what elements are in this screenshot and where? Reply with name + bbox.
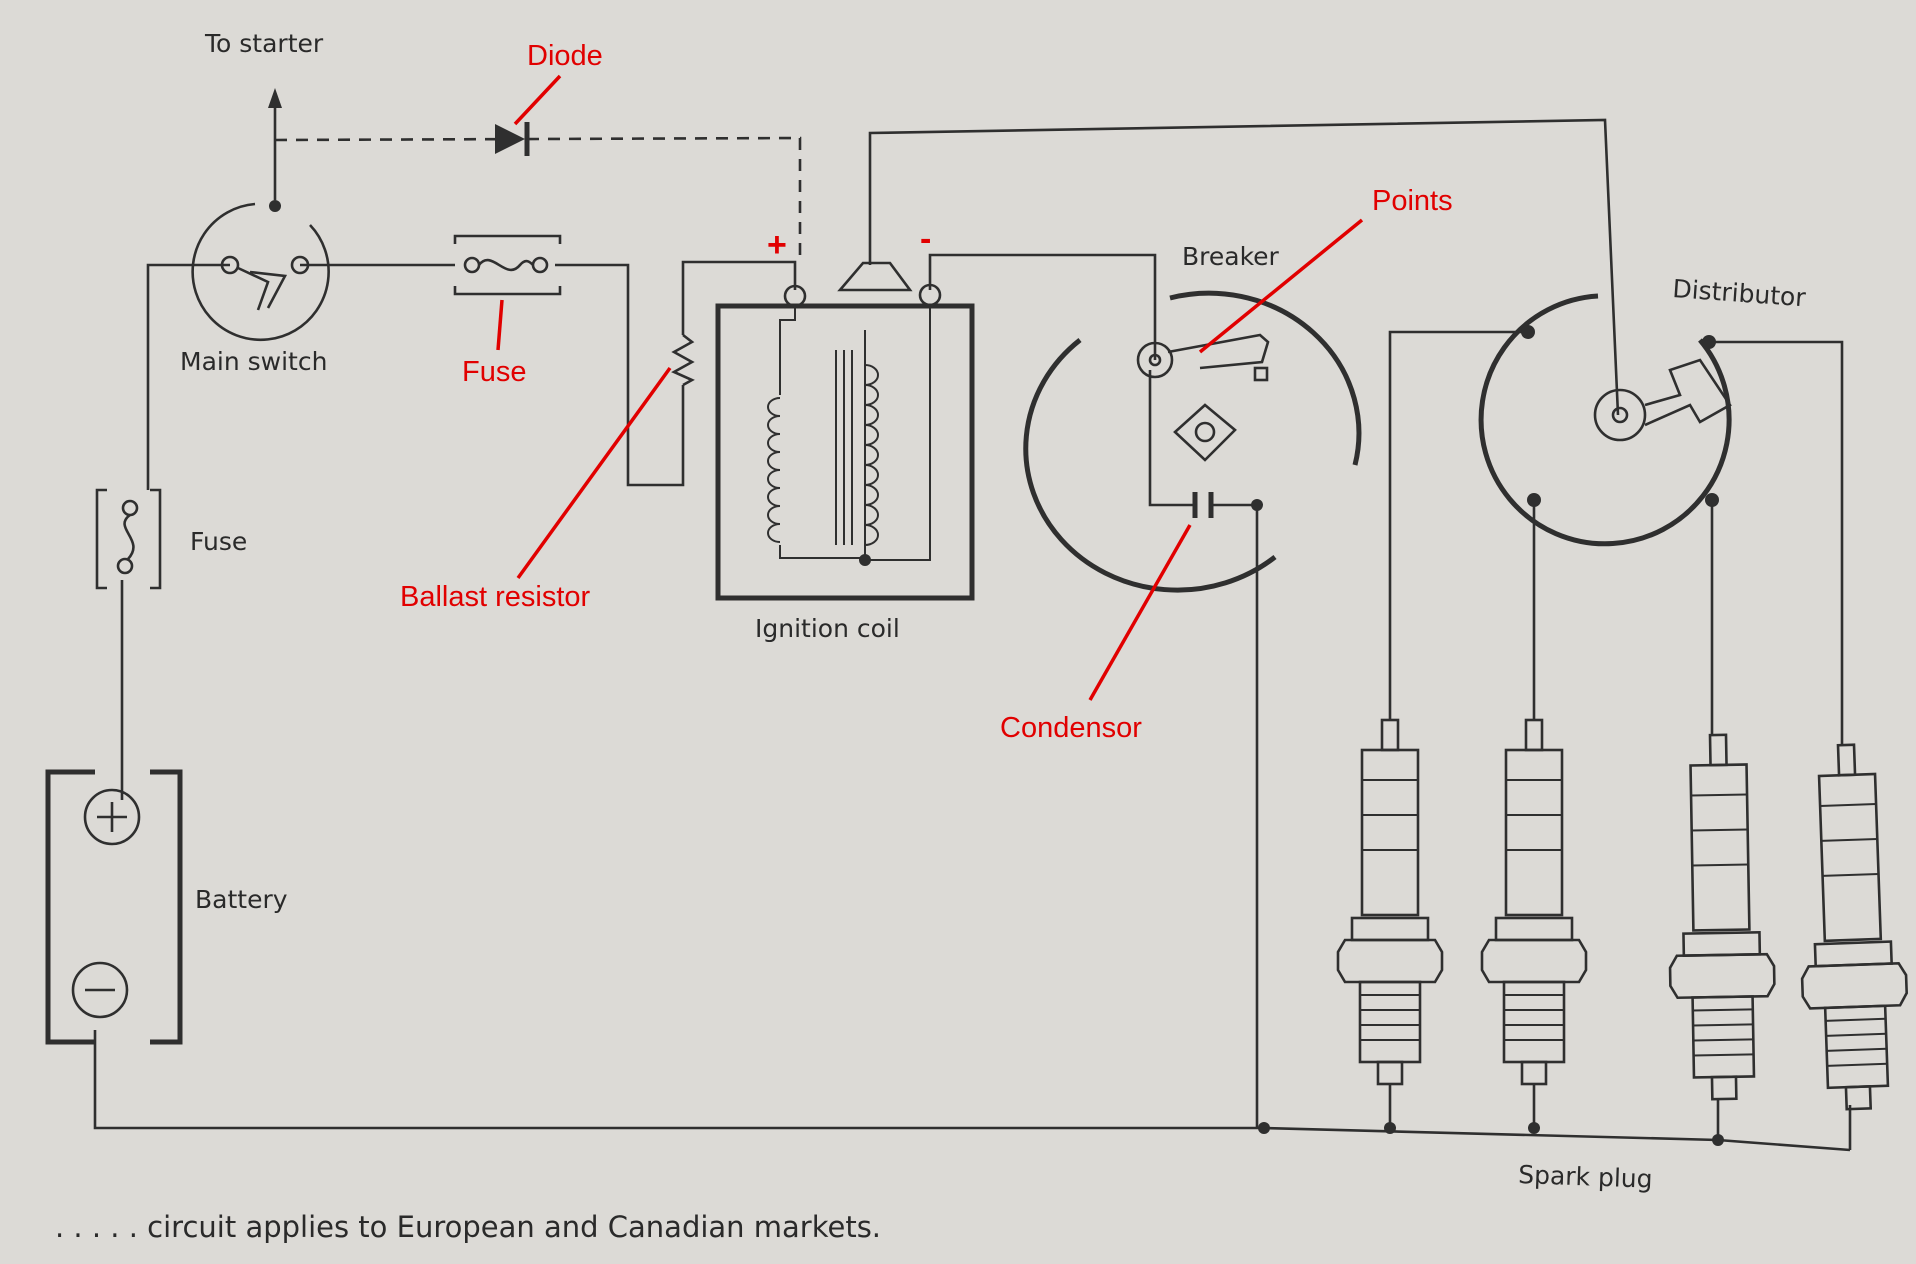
- spark-plug-3: [1668, 733, 1776, 1101]
- fuse-left: [95, 488, 162, 590]
- battery: [45, 769, 183, 1045]
- junction-dot: [1384, 1122, 1396, 1134]
- dashed-diode-circuit: [274, 136, 802, 262]
- wire-dist-to-plug-1: [1388, 330, 1528, 720]
- main-switch: [191, 200, 330, 342]
- spark-plug-1: [1336, 718, 1444, 1086]
- diode-leader-line: [513, 74, 562, 126]
- spark-plug-2: [1480, 718, 1588, 1086]
- footnote: . . . . . circuit applies to European an…: [55, 1210, 881, 1244]
- wire-coil-to-distributor: [868, 118, 1620, 416]
- wire-condensor-to-ground: [1213, 503, 1259, 1128]
- main-switch-label: Main switch: [180, 347, 327, 376]
- wire-fuse-to-ballast: [555, 263, 685, 487]
- annotation-leaders: [496, 74, 1364, 701]
- spark-plug-label: Spark plug: [1518, 1160, 1653, 1194]
- ignition-coil: [715, 261, 975, 601]
- wire-coil-minus-to-breaker: [928, 253, 1157, 360]
- wire-ground-bus: [93, 1030, 1264, 1130]
- points-label: Points: [1372, 185, 1453, 217]
- fuse-left-label: Fuse: [190, 527, 247, 556]
- wire-dist-to-plug-4: [1709, 340, 1844, 745]
- fuse-annotation-label: Fuse: [462, 356, 526, 388]
- junction-dot: [1712, 1134, 1724, 1146]
- condensor-leader-line: [1088, 524, 1192, 701]
- distributor: [1478, 293, 1732, 547]
- wire-ground-bus-right: [1263, 1126, 1851, 1152]
- ballast-resistor-label: Ballast resistor: [400, 581, 591, 613]
- points-leader-line: [1198, 218, 1364, 354]
- ignition-coil-label: Ignition coil: [755, 614, 900, 643]
- starter-arrow: [268, 88, 282, 200]
- ballast-resistor-leader-line: [516, 366, 672, 580]
- condensor-label: Condensor: [1000, 712, 1142, 744]
- fuse-leader-line: [496, 299, 504, 351]
- wire-breaker-to-condensor: [1148, 370, 1193, 507]
- junction-dot: [1258, 1122, 1270, 1134]
- battery-label: Battery: [195, 885, 288, 914]
- wire-switch-to-left-fuse: [146, 263, 230, 490]
- junction-dot: [1251, 499, 1263, 511]
- wire-ballast-to-coil-plus: [681, 260, 797, 335]
- coil-plus-sign: +: [767, 226, 787, 264]
- breaker-label: Breaker: [1182, 242, 1280, 271]
- to-starter-label: To starter: [204, 29, 324, 58]
- coil-minus-sign: -: [920, 220, 931, 258]
- diode-label: Diode: [527, 40, 603, 72]
- ballast-resistor-symbol: [671, 333, 695, 387]
- diode-symbol: [495, 122, 530, 156]
- distributor-label: Distributor: [1672, 274, 1808, 312]
- wiring: [93, 118, 1852, 1152]
- junction-dot: [1528, 1122, 1540, 1134]
- breaker: [1023, 290, 1362, 593]
- spark-plug-4: [1800, 743, 1909, 1111]
- fuse-top: [453, 234, 562, 296]
